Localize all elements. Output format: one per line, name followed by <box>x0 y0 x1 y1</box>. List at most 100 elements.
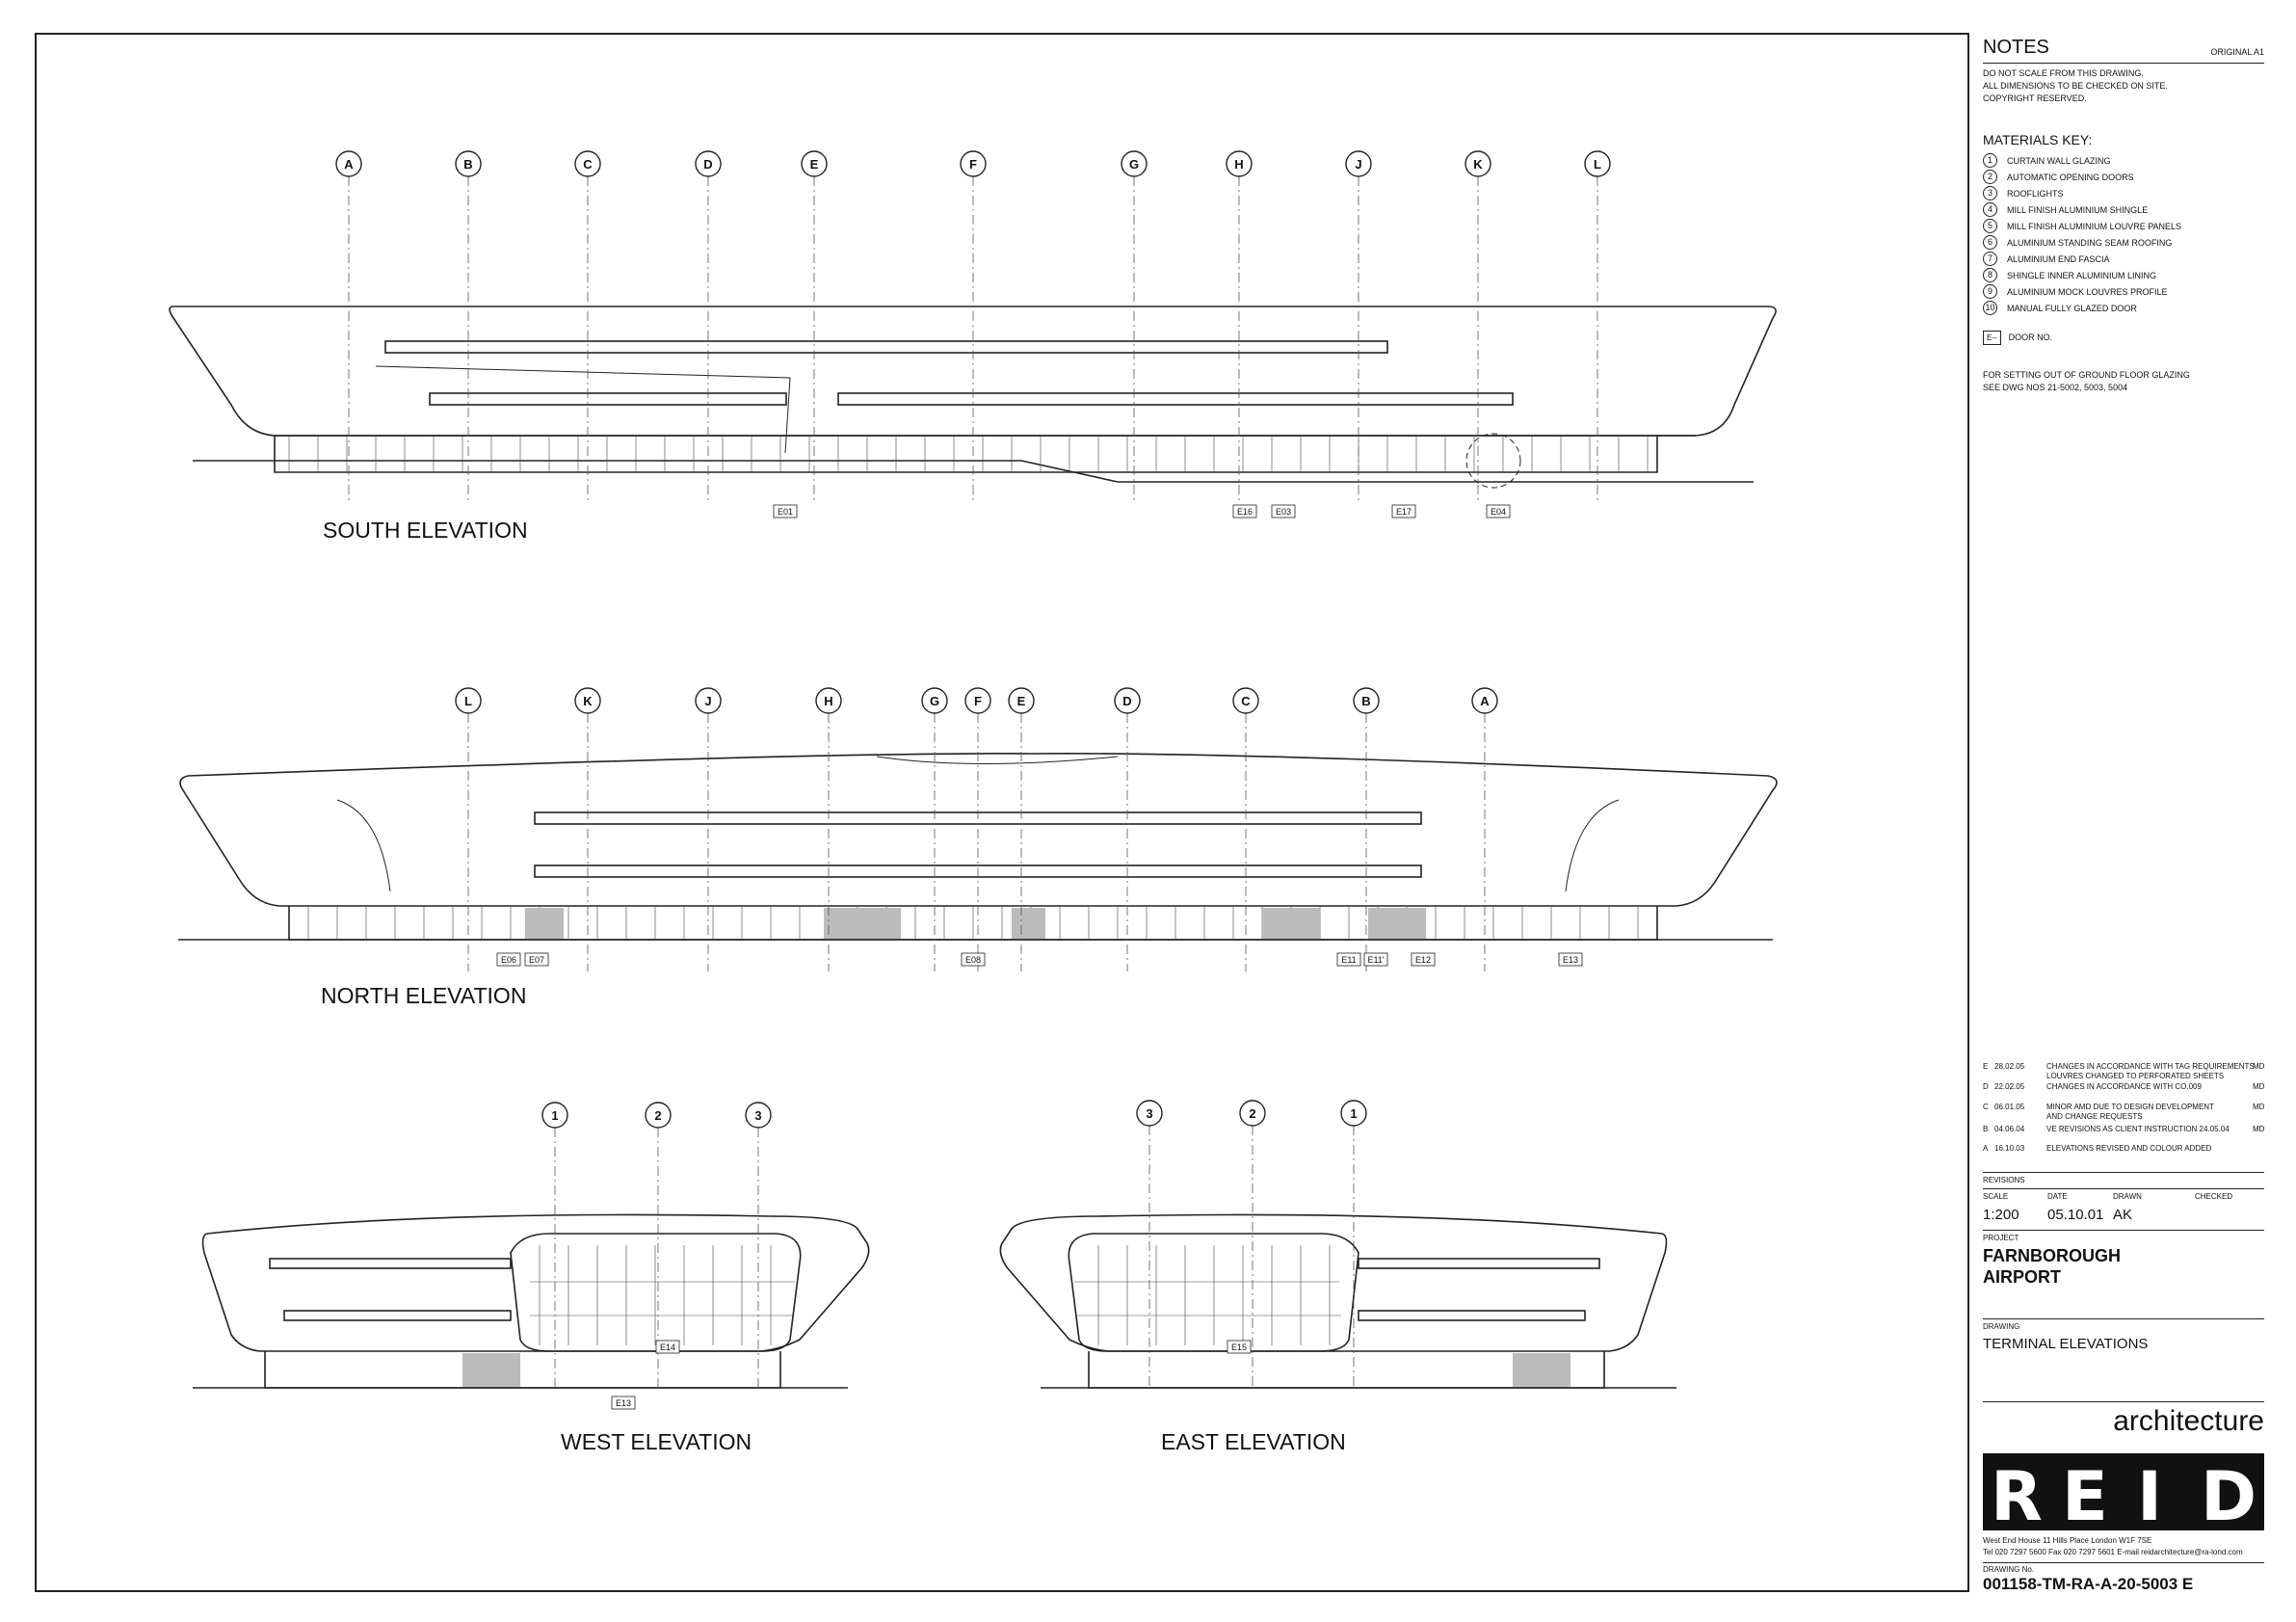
south-elevation-title: SOUTH ELEVATION <box>323 518 528 543</box>
revision-cell: CHANGES IN ACCORDANCE WITH CO.009 <box>2046 1082 2202 1091</box>
north-door-tag-E07: E07 <box>524 952 549 967</box>
material-key-number: 1 <box>1983 153 1997 168</box>
firm-contact: Tel 020 7297 5600 Fax 020 7297 5601 E-ma… <box>1983 1548 2243 1556</box>
east-door-tag-E15: E15 <box>1227 1340 1252 1354</box>
note-line-2: ALL DIMENSIONS TO BE CHECKED ON SITE. <box>1983 81 2168 91</box>
material-key-label: MANUAL FULLY GLAZED DOOR <box>2007 303 2137 313</box>
material-key-number: 7 <box>1983 252 1997 266</box>
firm-name: architecture <box>2113 1405 2264 1437</box>
svg-text:E07: E07 <box>529 955 544 965</box>
setting-out-1: FOR SETTING OUT OF GROUND FLOOR GLAZING <box>1983 370 2190 380</box>
revision-cell: MD <box>2253 1125 2265 1133</box>
north-grid-F: F <box>964 687 991 971</box>
south-elevation-drawing <box>169 306 1777 489</box>
checked-label: CHECKED <box>2195 1192 2233 1201</box>
svg-text:1: 1 <box>1350 1106 1357 1121</box>
svg-text:E13: E13 <box>616 1398 631 1408</box>
door-key-symbol: E-- <box>1983 331 2001 345</box>
revision-cell: D <box>1983 1082 1989 1091</box>
revisions-label: REVISIONS <box>1983 1176 2025 1184</box>
svg-text:E14: E14 <box>660 1343 675 1352</box>
svg-text:E13: E13 <box>1563 955 1578 965</box>
material-key-item: 8 SHINGLE INNER ALUMINIUM LINING <box>1983 267 2156 283</box>
revision-cell: 16.10.03 <box>1994 1144 2025 1153</box>
svg-text:3: 3 <box>1146 1106 1152 1121</box>
logo-letter-r: R <box>1991 1457 2043 1536</box>
south-grid-F: F <box>960 150 987 501</box>
revision-cell: MINOR AMD DUE TO DESIGN DEVELOPMENT <box>2046 1103 2214 1111</box>
material-key-label: ALUMINIUM STANDING SEAM ROOFING <box>2007 237 2173 248</box>
revision-cell: E <box>1983 1062 1989 1071</box>
drawing-frame <box>35 33 1969 1592</box>
svg-text:E11': E11' <box>1367 955 1384 965</box>
south-grid-C: C <box>574 150 601 501</box>
revision-cell: LOUVRES CHANGED TO PERFORATED SHEETS <box>2046 1072 2225 1080</box>
north-elevation-title: NORTH ELEVATION <box>321 983 527 1008</box>
svg-text:2: 2 <box>1249 1106 1255 1121</box>
material-key-label: MILL FINISH ALUMINIUM LOUVRE PANELS <box>2007 221 2182 231</box>
reid-logo: R E I D <box>1983 1453 2264 1536</box>
north-grid-G: G <box>921 687 948 971</box>
svg-text:D: D <box>1122 694 1131 708</box>
south-grid-H: H <box>1226 150 1253 501</box>
material-key-number: 9 <box>1983 284 1997 299</box>
svg-text:H: H <box>1234 157 1243 172</box>
material-key-number: 8 <box>1983 268 1997 282</box>
revision-cell: C <box>1983 1103 1989 1111</box>
south-grid-G: G <box>1121 150 1148 501</box>
south-grid-K: K <box>1465 150 1491 501</box>
drawing-no-label: DRAWING No. <box>1983 1565 2035 1574</box>
drawn-label: DRAWN <box>2113 1192 2142 1201</box>
material-key-label: ALUMINIUM END FASCIA <box>2007 253 2110 264</box>
svg-text:A: A <box>344 157 354 172</box>
svg-text:E08: E08 <box>965 955 981 965</box>
notes-title: NOTES <box>1983 37 2049 58</box>
material-key-number: 4 <box>1983 202 1997 217</box>
south-door-tag-E16: E16 <box>1232 504 1257 519</box>
south-grid-B: B <box>455 150 482 501</box>
revision-cell: ELEVATIONS REVISED AND COLOUR ADDED <box>2046 1144 2212 1153</box>
svg-text:G: G <box>930 694 939 708</box>
svg-text:G: G <box>1129 157 1139 172</box>
svg-text:B: B <box>463 157 472 172</box>
svg-text:C: C <box>1241 694 1251 708</box>
scale-value: 1:200 <box>1983 1207 2019 1223</box>
original-size: ORIGINAL A1 <box>2210 47 2264 57</box>
svg-text:1: 1 <box>551 1108 558 1123</box>
south-grid-A: A <box>335 150 362 501</box>
logo-letter-d: D <box>2201 1457 2257 1536</box>
north-grid-J: J <box>695 687 722 971</box>
revision-cell: 06.01.05 <box>1994 1103 2025 1111</box>
drawing-title: TERMINAL ELEVATIONS <box>1983 1336 2149 1352</box>
svg-text:E12: E12 <box>1415 955 1431 965</box>
north-door-tag-E11: E11 <box>1336 952 1361 967</box>
setting-out-2: SEE DWG NOS 21-5002, 5003, 5004 <box>1983 383 2128 392</box>
north-grid-B: B <box>1353 687 1380 971</box>
door-key: E-- DOOR NO. <box>1983 331 2052 345</box>
svg-text:E15: E15 <box>1231 1343 1247 1352</box>
east-grid-2: 2 <box>1239 1100 1266 1388</box>
project-name-2: AIRPORT <box>1983 1267 2061 1287</box>
svg-text:F: F <box>969 157 977 172</box>
north-door-tag-E13: E13 <box>1558 952 1583 967</box>
north-door-tag-E06: E06 <box>496 952 521 967</box>
svg-text:E: E <box>810 157 819 172</box>
material-key-label: CURTAIN WALL GLAZING <box>2007 155 2111 166</box>
north-door-tag-E08: E08 <box>961 952 986 967</box>
svg-text:L: L <box>1594 157 1601 172</box>
material-key-label: SHINGLE INNER ALUMINIUM LINING <box>2007 270 2157 280</box>
west-door-tag-E14: E14 <box>655 1340 680 1354</box>
revision-cell: MD <box>2253 1103 2265 1111</box>
north-grid-C: C <box>1232 687 1259 971</box>
date-value: 05.10.01 <box>2047 1207 2104 1223</box>
note-line-1: DO NOT SCALE FROM THIS DRAWING. <box>1983 68 2144 78</box>
